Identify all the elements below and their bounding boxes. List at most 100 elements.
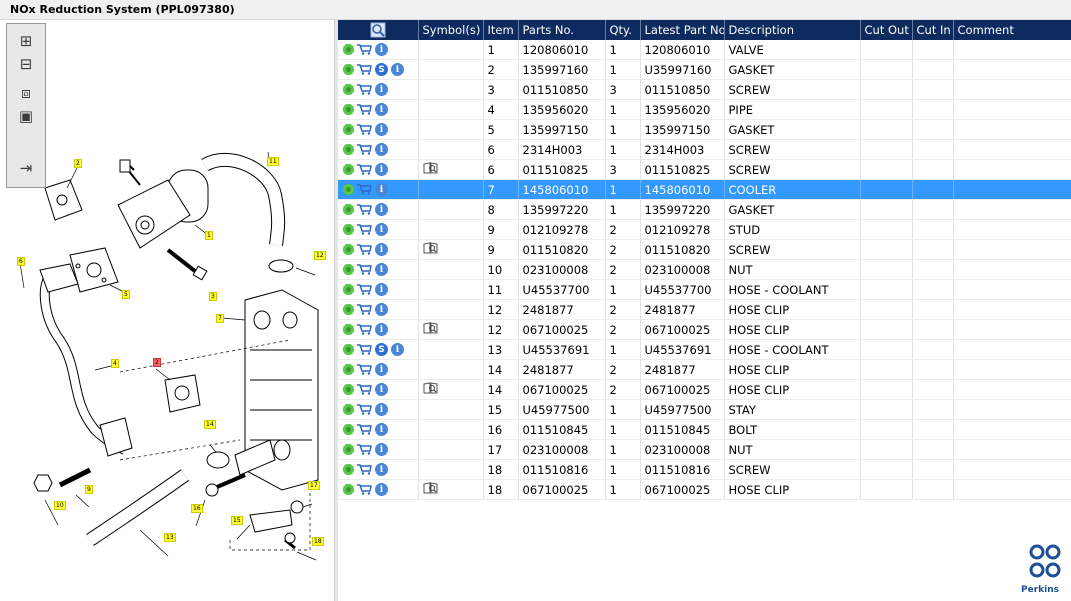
info-icon[interactable]: i — [375, 423, 388, 436]
cart-icon[interactable] — [357, 84, 372, 95]
gear-icon[interactable] — [343, 364, 354, 375]
export-list-button[interactable]: ⇥ — [16, 159, 36, 177]
column-header-cut-out[interactable]: Cut Out — [860, 20, 913, 40]
callout-5[interactable]: 5 — [122, 290, 130, 299]
gear-icon[interactable] — [343, 424, 354, 435]
gear-icon[interactable] — [343, 124, 354, 135]
info-icon[interactable]: i — [375, 223, 388, 236]
callout-10[interactable]: 10 — [54, 501, 66, 510]
info-icon[interactable]: i — [375, 483, 388, 496]
info-icon[interactable]: i — [375, 123, 388, 136]
supersession-icon[interactable]: S — [375, 343, 388, 356]
callout-13[interactable]: 13 — [164, 533, 176, 542]
info-icon[interactable]: i — [375, 43, 388, 56]
fit-window-button[interactable]: ▣ — [16, 107, 36, 125]
column-header-item[interactable]: Item — [483, 20, 519, 40]
gear-icon[interactable] — [343, 344, 354, 355]
info-icon[interactable]: i — [375, 303, 388, 316]
info-icon[interactable]: i — [375, 383, 388, 396]
column-header-description[interactable]: Description — [724, 20, 861, 40]
info-icon[interactable]: i — [375, 363, 388, 376]
fit-all-button[interactable]: ⧈ — [16, 84, 36, 102]
callout-18[interactable]: 18 — [312, 537, 324, 546]
callout-1[interactable]: 1 — [205, 231, 213, 240]
book-reference-icon[interactable] — [423, 162, 438, 174]
cart-icon[interactable] — [357, 124, 372, 135]
cart-icon[interactable] — [357, 444, 372, 455]
gear-icon[interactable] — [343, 324, 354, 335]
gear-icon[interactable] — [343, 264, 354, 275]
cart-icon[interactable] — [357, 364, 372, 375]
cart-icon[interactable] — [357, 184, 372, 195]
cart-icon[interactable] — [357, 64, 372, 75]
column-header-actions[interactable] — [338, 20, 419, 40]
gear-icon[interactable] — [343, 484, 354, 495]
column-header-symbols[interactable]: Symbol(s) — [418, 20, 484, 40]
panel-splitter[interactable] — [334, 20, 338, 601]
gear-icon[interactable] — [343, 224, 354, 235]
info-icon[interactable]: i — [375, 443, 388, 456]
callout-6[interactable]: 6 — [17, 257, 25, 266]
gear-icon[interactable] — [343, 464, 354, 475]
callout-17[interactable]: 17 — [308, 481, 320, 490]
info-icon[interactable]: i — [375, 323, 388, 336]
exploded-diagram[interactable] — [0, 20, 334, 601]
cart-icon[interactable] — [357, 344, 372, 355]
cart-icon[interactable] — [357, 464, 372, 475]
info-icon[interactable]: i — [375, 103, 388, 116]
book-reference-icon[interactable] — [423, 322, 438, 334]
info-icon[interactable]: i — [375, 83, 388, 96]
callout-14[interactable]: 14 — [204, 420, 216, 429]
zoom-in-button[interactable]: ⊞ — [16, 32, 36, 50]
callout-4[interactable]: 4 — [111, 359, 119, 368]
info-icon[interactable]: i — [375, 143, 388, 156]
zoom-out-button[interactable]: ⊟ — [16, 55, 36, 73]
column-header-comment[interactable]: Comment — [953, 20, 1071, 40]
gear-icon[interactable] — [343, 204, 354, 215]
supersession-icon[interactable]: S — [375, 63, 388, 76]
gear-icon[interactable] — [343, 404, 354, 415]
diagram-panel[interactable]: 2 11 1 12 6 5 3 7 4 2 14 9 10 17 16 15 1… — [0, 20, 334, 601]
callout-3[interactable]: 3 — [209, 292, 217, 301]
cart-icon[interactable] — [357, 164, 372, 175]
callout-15[interactable]: 15 — [231, 516, 243, 525]
gear-icon[interactable] — [343, 164, 354, 175]
callout-12[interactable]: 12 — [314, 251, 326, 260]
book-reference-icon[interactable] — [423, 242, 438, 254]
cart-icon[interactable] — [357, 404, 372, 415]
book-reference-icon[interactable] — [423, 382, 438, 394]
info-icon[interactable]: i — [375, 203, 388, 216]
callout-9[interactable]: 9 — [85, 485, 93, 494]
gear-icon[interactable] — [343, 444, 354, 455]
gear-icon[interactable] — [343, 64, 354, 75]
callout-7[interactable]: 7 — [216, 314, 224, 323]
column-header-latest-part-no[interactable]: Latest Part No. — [640, 20, 725, 40]
gear-icon[interactable] — [343, 284, 354, 295]
info-icon[interactable]: i — [375, 163, 388, 176]
gear-icon[interactable] — [343, 244, 354, 255]
cart-icon[interactable] — [357, 144, 372, 155]
cart-icon[interactable] — [357, 304, 372, 315]
info-icon[interactable]: i — [375, 243, 388, 256]
cart-icon[interactable] — [357, 224, 372, 235]
cart-icon[interactable] — [357, 424, 372, 435]
column-header-qty[interactable]: Qty. — [605, 20, 641, 40]
